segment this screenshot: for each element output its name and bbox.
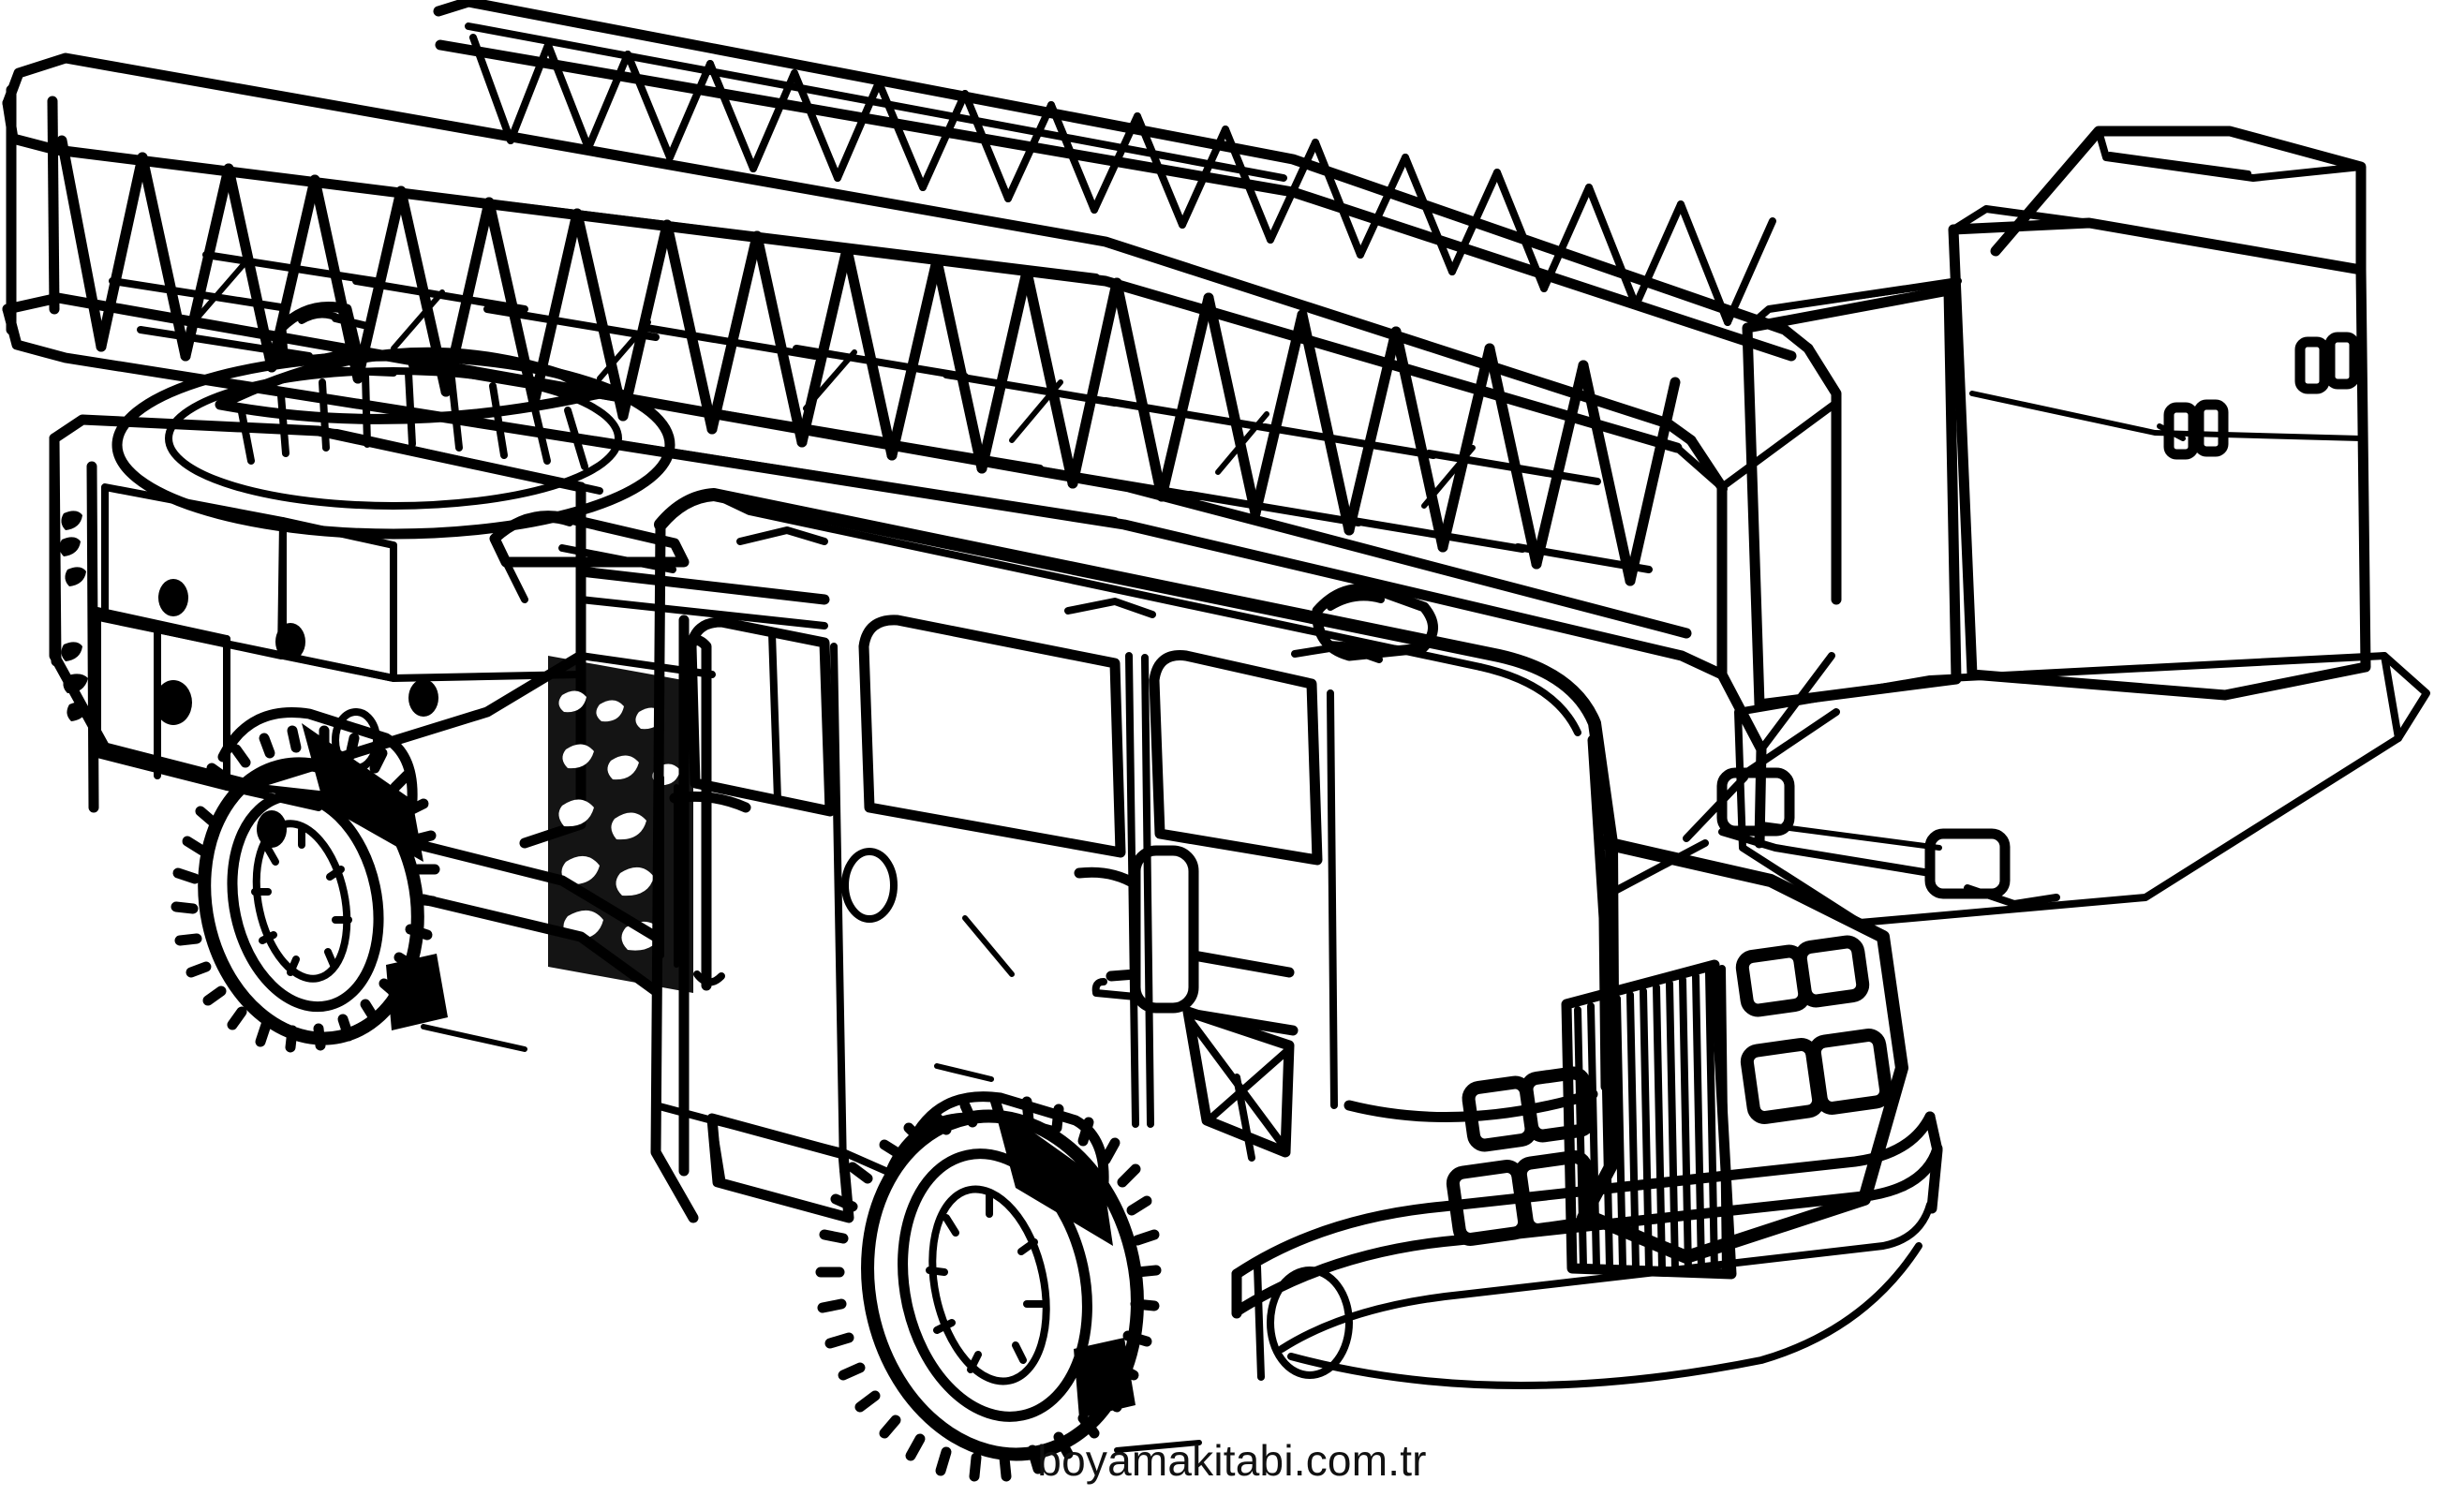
aerial-ladder — [2, 0, 1842, 680]
front-bumper — [1231, 1111, 1943, 1390]
rear-support-struts — [1610, 652, 1840, 896]
site-watermark: boyamakitabi.com.tr — [1037, 1436, 1427, 1485]
diamond-plate-panel — [548, 656, 693, 993]
front-wheel-hub-detail — [926, 1192, 1046, 1373]
rear-wheel-hub-detail — [251, 826, 352, 976]
cab-window-rear — [686, 616, 836, 817]
turntable-spokes — [238, 369, 588, 470]
side-mirror — [1091, 845, 1299, 1162]
cab-window-middle — [858, 615, 1126, 858]
chassis-running-board — [407, 837, 894, 1223]
rear-body-vents-lower — [2163, 399, 2229, 460]
ladder-far-bracing — [469, 34, 1776, 326]
rear-body-vents-upper — [2294, 332, 2360, 394]
front-tire-tread — [815, 1094, 1162, 1482]
cab — [650, 488, 1908, 1264]
front-wheel — [815, 1091, 1162, 1482]
ladder-turntable — [111, 302, 675, 540]
ladder-inner-hatching — [194, 259, 1476, 509]
rear-wheel — [171, 707, 448, 1053]
cab-window-front — [1149, 650, 1323, 866]
headlights-right — [1735, 935, 1893, 1124]
compartment-hinges — [59, 511, 88, 721]
ground-contact-shading — [421, 1024, 1202, 1453]
rear-body-right — [1948, 126, 2371, 701]
light-bar — [1312, 583, 1438, 661]
